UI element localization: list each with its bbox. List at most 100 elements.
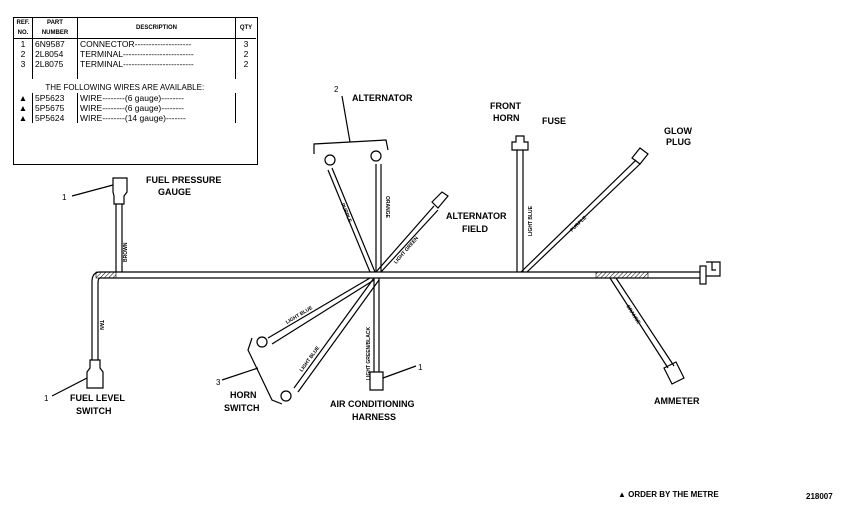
part-qty: 2	[243, 59, 249, 69]
left-bend-outer	[91, 271, 101, 360]
part-desc-cell: TERMINAL-------------------------	[77, 59, 236, 69]
label-fuel-pressure-1: FUEL PRESSURE	[146, 175, 221, 185]
wire-label-light-blue-fuse: LIGHT BLUE	[528, 205, 534, 236]
label-alt-field-1: ALTERNATOR	[446, 211, 507, 221]
table-row: ▲ 5P5623 WIRE--------(6 gauge)--------	[14, 93, 256, 103]
label-ac-2: HARNESS	[352, 412, 396, 422]
wire-gauge: (6 gauge)	[124, 103, 162, 113]
header-ref-no: REF. NO.	[14, 18, 33, 39]
connector-fuel-level	[86, 359, 104, 389]
part-desc: TERMINAL	[80, 59, 123, 69]
label-ac-1: AIR CONDITIONING	[330, 399, 415, 409]
sleeve-left	[95, 271, 117, 279]
header-qty: QTY	[235, 18, 256, 39]
wire-label-light-green: LIGHT GREEN	[393, 235, 420, 265]
orange-amm-wire-2	[615, 277, 675, 367]
left-bend-inner	[97, 277, 101, 360]
ring-terminal-alt-2	[370, 150, 382, 162]
part-number: 6N9587	[32, 38, 78, 49]
ref-alternator: 2	[334, 85, 339, 94]
part-ref: 1	[14, 38, 33, 49]
right-plug-notch	[711, 262, 716, 271]
wire-desc-cell: WIRE--------(6 gauge)--------	[77, 103, 236, 113]
connector-glow-plug	[631, 147, 649, 165]
connector-ammeter	[663, 361, 685, 385]
light-blue-wire-2	[293, 277, 375, 389]
connector-ac-harness	[369, 371, 384, 391]
ac-leader	[382, 365, 417, 379]
part-desc: CONNECTOR	[80, 39, 135, 49]
sleeve-right	[595, 271, 649, 279]
wire-label-orange-amm: ORANGE	[624, 304, 641, 326]
wire-label-light-green-black: LIGHT GREEN/BLACK	[366, 327, 372, 380]
horn-bracket	[247, 337, 283, 405]
wire-desc-cell: WIRE--------(6 gauge)--------	[77, 93, 236, 103]
label-horn-switch-2: SWITCH	[224, 403, 260, 413]
label-fuel-pressure-2: GAUGE	[158, 187, 191, 197]
purple-alt-wire	[331, 167, 376, 273]
wire-label-orange-alt: ORANGE	[384, 196, 390, 219]
order-mark: ▲	[14, 113, 33, 123]
table-row: 3 2L8075 TERMINAL-----------------------…	[14, 59, 256, 69]
part-desc: TERMINAL	[80, 49, 123, 59]
label-horn-switch-1: HORN	[230, 390, 257, 400]
footer-note: ▲ ORDER BY THE METRE	[618, 490, 719, 499]
part-desc-cell: TERMINAL-------------------------	[77, 49, 236, 59]
part-qty: 3	[243, 39, 249, 49]
horn-leader	[221, 367, 259, 381]
light-blue-wire-2b	[297, 279, 380, 393]
part-number: 5P5675	[32, 103, 78, 113]
ref-ac: 1	[418, 363, 423, 372]
right-plug-head	[706, 261, 721, 277]
wire-label-purple-glow: PURPLE	[569, 215, 588, 234]
table-row: ▲ 5P5675 WIRE--------(6 gauge)--------	[14, 103, 256, 113]
light-green-wire-2	[380, 209, 439, 273]
connector-alt-field	[431, 191, 449, 209]
fuse-terminal	[511, 135, 529, 151]
orange-amm-wire	[609, 277, 669, 369]
wire-desc: WIRE	[80, 103, 103, 113]
purple-alt-wire-2	[327, 169, 371, 273]
part-desc-cell: CONNECTOR--------------------	[77, 38, 236, 49]
light-blue-wire-1	[267, 277, 371, 339]
table-row: 2 2L8054 TERMINAL-----------------------…	[14, 49, 256, 59]
right-plug-body	[699, 265, 707, 285]
fuel-pressure-leader	[71, 184, 114, 197]
label-front-horn-1: FRONT	[490, 101, 521, 111]
label-fuse: FUSE	[542, 116, 566, 126]
wires-heading: THE FOLLOWING WIRES ARE AVAILABLE:	[45, 83, 205, 92]
part-number: 2L8054	[32, 49, 78, 59]
wire-gauge: (6 gauge)	[124, 93, 162, 103]
purple-glow-wire-2	[526, 163, 641, 273]
light-blue-wire-1b	[271, 279, 375, 345]
order-mark: ▲	[14, 93, 33, 103]
alternator-bracket	[313, 139, 389, 154]
table-row: ▲ 5P5624 WIRE--------(14 gauge)-------	[14, 113, 256, 123]
ref-fuel-pressure: 1	[62, 193, 67, 202]
ring-terminal-alt-1	[324, 154, 336, 166]
label-fuel-level-2: SWITCH	[76, 406, 112, 416]
ref-fuel-level: 1	[44, 394, 49, 403]
purple-glow-wire	[520, 159, 637, 273]
wire-label-light-blue-1: LIGHT BLUE	[285, 305, 314, 326]
wire-gauge: (14 gauge)	[124, 113, 166, 123]
part-ref: 2	[14, 49, 33, 59]
part-number: 5P5623	[32, 93, 78, 103]
connector-fuel-pressure	[112, 177, 128, 205]
wire-desc-cell: WIRE--------(14 gauge)-------	[77, 113, 236, 123]
order-mark: ▲	[14, 103, 33, 113]
table-row: 1 6N9587 CONNECTOR-------------------- 3	[14, 38, 256, 49]
header-part-number: PART NUMBER	[32, 18, 78, 39]
wire-label-brown: BROWN	[123, 242, 129, 262]
part-number: 2L8075	[32, 59, 78, 69]
part-number: 5P5624	[32, 113, 78, 123]
wire-desc: WIRE	[80, 93, 103, 103]
wire-label-tan: TAN	[98, 320, 104, 330]
label-glow-1: GLOW	[664, 126, 692, 136]
ring-terminal-horn-1	[256, 336, 268, 348]
light-green-wire	[375, 205, 435, 273]
ref-horn-switch: 3	[216, 378, 221, 387]
ring-terminal-horn-2	[280, 390, 292, 402]
wire-label-light-blue-2: LIGHT BLUE	[299, 345, 322, 373]
